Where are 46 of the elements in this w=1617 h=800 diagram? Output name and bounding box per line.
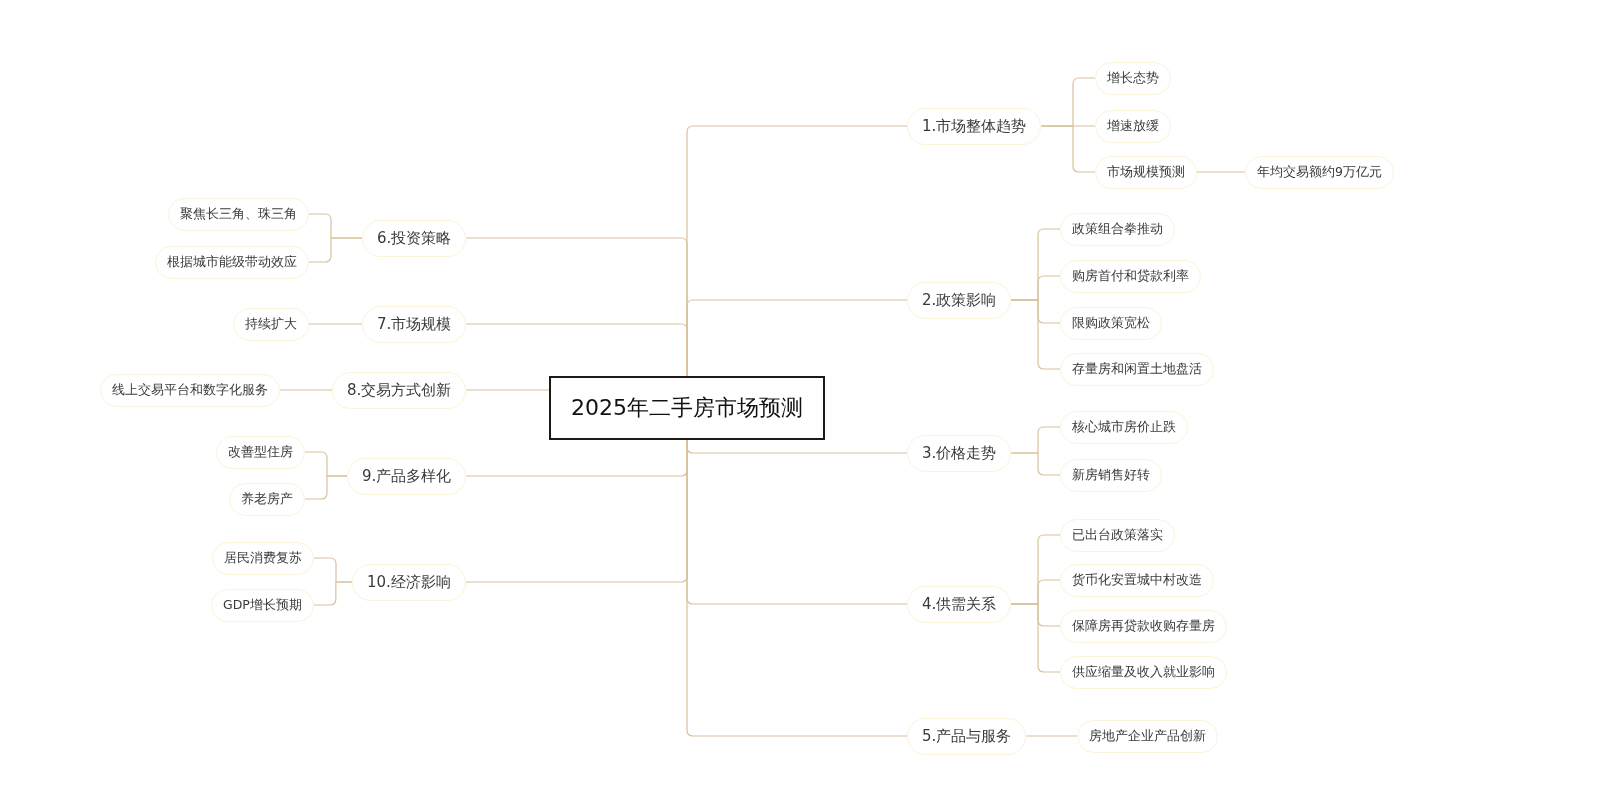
subtopic-pill: 存量房和闲置土地盘活 (1060, 352, 1214, 386)
subtopic-pill: 养老房产 (229, 482, 305, 516)
branch-topic-pill: 5.产品与服务 (907, 717, 1027, 755)
connector-line (465, 389, 550, 391)
branch-topic-pill: 4.供需关系 (907, 585, 1012, 623)
connector-line (313, 581, 353, 606)
subtopic-pill: 持续扩大 (233, 307, 309, 341)
branch-topic-pill: 10.经济影响 (352, 563, 466, 601)
branch-topic-pill: 8.交易方式创新 (332, 371, 467, 409)
subtopic-pill: 核心城市房价止跌 (1060, 410, 1188, 444)
branch-topic-pill: 2.政策影响 (907, 281, 1012, 319)
subtopic-pill: 购房首付和贷款利率 (1060, 259, 1201, 293)
subtopic-pill: 已出台政策落实 (1060, 518, 1175, 552)
subtopic-pill: 根据城市能级带动效应 (155, 245, 309, 279)
subtopic-pill: 限购政策宽松 (1060, 306, 1162, 340)
connector-line (279, 389, 333, 391)
connector-line (1010, 299, 1061, 370)
branch-topic-pill: 7.市场规模 (362, 305, 467, 343)
subtopic-pill: 改善型住房 (216, 435, 305, 469)
branch-topic-pill: 6.投资策略 (362, 219, 467, 257)
branch-topic-pill: 9.产品多样化 (347, 457, 467, 495)
subtopic-pill: 保障房再贷款收购存量房 (1060, 609, 1227, 643)
connector-line (308, 237, 363, 263)
subtopic-pill: 增速放缓 (1095, 109, 1171, 143)
subtopic-pill: 新房销售好转 (1060, 458, 1162, 492)
connector-line (308, 323, 363, 325)
branch-topic-pill: 3.价格走势 (907, 434, 1012, 472)
connector-line (1196, 171, 1246, 173)
connector-line (1010, 603, 1061, 673)
subtopic-pill: 货币化安置城中村改造 (1060, 563, 1214, 597)
subtopic-pill: 聚焦长三角、珠三角 (168, 197, 309, 231)
subtopic-pill: 供应缩量及收入就业影响 (1060, 655, 1227, 689)
subtopic-pill: 市场规模预测 (1095, 155, 1197, 189)
connector-line (1010, 452, 1061, 476)
subtopic-pill: 增长态势 (1095, 61, 1171, 95)
branch-topic-pill: 1.市场整体趋势 (907, 107, 1042, 145)
subtopic-pill: 线上交易平台和数字化服务 (100, 373, 280, 407)
central-topic-box: 2025年二手房市场预测 (549, 376, 825, 440)
connector-line (1040, 125, 1096, 173)
subtopic-pill: GDP增长预期 (211, 588, 314, 622)
connector-line (304, 475, 348, 500)
subtopic-pill: 房地产企业产品创新 (1077, 719, 1218, 753)
connector-line (1025, 735, 1078, 737)
subtopic-pill: 年均交易额约9万亿元 (1245, 155, 1394, 189)
subtopic-pill: 政策组合拳推动 (1060, 212, 1175, 246)
subtopic-pill: 居民消费复苏 (212, 541, 314, 575)
